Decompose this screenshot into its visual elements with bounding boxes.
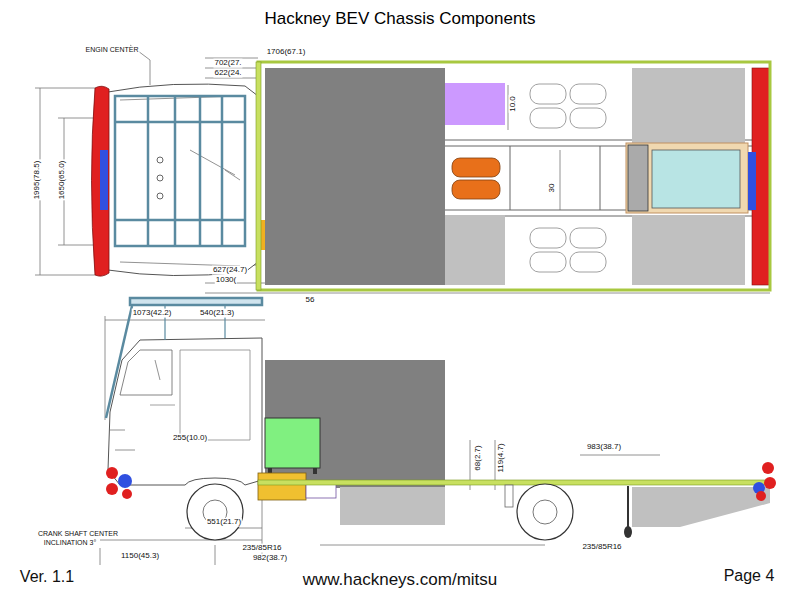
dimension-label: 983(38.7) [586, 443, 622, 452]
battery-block [632, 68, 745, 143]
dimension-label: 56 [305, 296, 316, 305]
cab-detail [157, 157, 163, 163]
charger-foot [313, 468, 317, 474]
battery-block [265, 68, 445, 285]
shock-absorber [627, 486, 629, 530]
battery-block [445, 215, 505, 285]
battery-block [632, 487, 770, 527]
plan-dimension-lines [35, 45, 770, 293]
body-side [258, 360, 770, 538]
front-wheel [187, 484, 243, 540]
drive-link [306, 484, 336, 498]
rear-hub [533, 500, 557, 524]
rear-light [756, 491, 766, 501]
rear-light [762, 462, 774, 474]
cab-outline [108, 338, 262, 485]
roof-rack-plan [115, 96, 245, 246]
bracket [505, 485, 513, 507]
battery-block [632, 215, 745, 285]
cab-door [150, 350, 250, 440]
dimension-label: 68(2.7) [474, 444, 483, 471]
motor [652, 150, 740, 208]
front-light [118, 474, 132, 488]
roof-rack-side [106, 298, 262, 418]
cab-detail [157, 193, 163, 199]
dimension-label: 10.0 [509, 95, 518, 113]
version-note-label: Ver. 1.1 [19, 568, 75, 586]
charger-box [265, 418, 320, 468]
dimension-label: 622(24. [213, 69, 242, 78]
cab-detail [157, 175, 163, 181]
front-light [106, 467, 118, 479]
tire-size-label: 235/85R16 [581, 543, 622, 552]
dimension-label: 30 [548, 183, 557, 194]
dimension-label: 1030( [215, 276, 237, 285]
cab-outline [108, 84, 258, 276]
dimension-label: 551(21.7) [206, 518, 242, 527]
callout-label: ENGIN CENTER [85, 46, 140, 54]
dimension-label: 540(21.3) [199, 309, 235, 318]
tank [452, 180, 500, 199]
battery-block [265, 360, 445, 488]
rear-tires-plan [530, 84, 606, 272]
dimension-label: 255(10.0) [172, 434, 208, 443]
dimension-label: 1073(42.2) [132, 309, 173, 318]
rear-light [764, 477, 776, 489]
page-title: Hackney BEV Chassis Components [0, 9, 800, 29]
frame-rails [445, 140, 752, 216]
lights [106, 462, 776, 501]
side-dimension-lines [100, 316, 660, 565]
cab-side [106, 298, 262, 485]
tank [452, 158, 500, 177]
shock-absorber [624, 526, 632, 538]
dimension-label: 982(38.7) [252, 554, 288, 563]
cab-window [120, 350, 172, 395]
dimension-label: 627(24.7) [212, 266, 248, 275]
front-light [106, 483, 118, 495]
body-outline [258, 62, 770, 290]
rear-plate [748, 152, 756, 210]
front-bumper [92, 86, 110, 276]
dimension-label: 119(4.7) [497, 442, 506, 473]
page-number-label: Page 4 [723, 567, 776, 585]
cab-plan [92, 84, 266, 276]
callout-label: CRANK SHAFT CENTER [37, 530, 119, 538]
drive-unit [258, 473, 306, 500]
rear-wheel [517, 484, 573, 540]
body-front-wall [256, 62, 261, 290]
chassis-rail [258, 480, 770, 485]
callout-label: INCLINATION 3° [43, 539, 97, 547]
tire-size-label: 235/85R16 [241, 544, 282, 553]
wheels [187, 484, 573, 540]
front-plate [100, 150, 108, 210]
battery-block [340, 487, 445, 525]
dimension-label: 1995(78.5) [33, 160, 42, 201]
web-address-label: www.hackneys.com/mitsu [302, 571, 499, 590]
dimension-label: 702(27. [213, 59, 242, 68]
dimension-label: 1706(67.1) [266, 48, 307, 57]
front-light [122, 489, 132, 499]
dimension-label: 1150(45.3) [120, 552, 160, 561]
motor-frame [626, 143, 748, 213]
body-plan [256, 62, 770, 290]
dimension-label: 1650(65.0) [58, 160, 67, 201]
controller-box [445, 83, 505, 125]
roller [628, 145, 648, 211]
